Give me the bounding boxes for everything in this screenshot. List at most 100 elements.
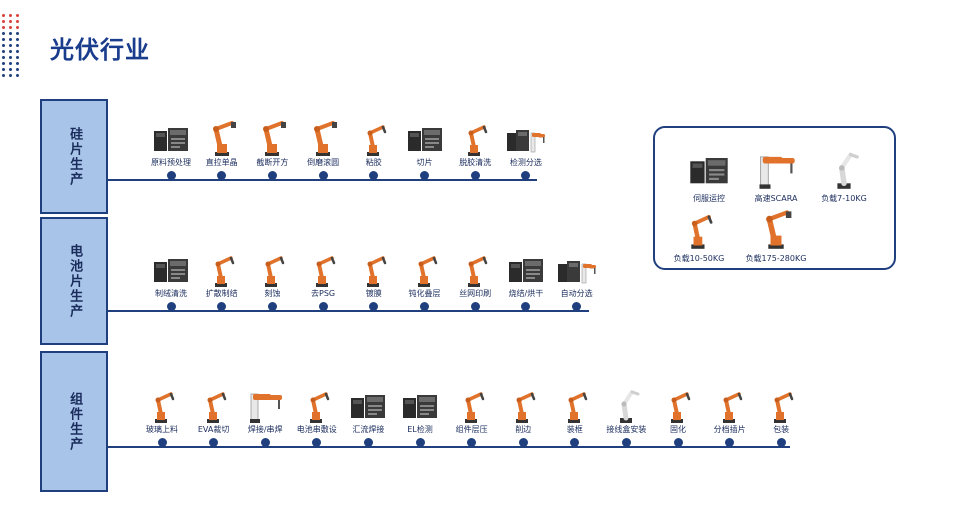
station-dot xyxy=(420,171,429,180)
industrial-robot-arm-icon xyxy=(303,119,343,157)
legend-item: 负载7-10KG xyxy=(809,148,879,204)
station-label: 镀膜 xyxy=(365,289,382,298)
small-robot-arm-icon xyxy=(303,250,343,288)
servo-drive-icon xyxy=(687,148,731,190)
station-label: 包装 xyxy=(773,425,790,434)
small-robot-arm-icon xyxy=(658,386,698,424)
station-label: 自动分选 xyxy=(560,289,593,298)
station-dot xyxy=(572,302,582,311)
station-label: 固化 xyxy=(670,425,686,434)
station-label: 丝网印刷 xyxy=(459,289,492,298)
white-cobot-icon xyxy=(606,386,646,424)
station: 切片 xyxy=(400,119,450,180)
small-robot-arm-icon xyxy=(452,386,492,424)
station: 去PSG xyxy=(298,250,348,311)
station: 镀膜 xyxy=(349,250,399,311)
station-dot xyxy=(166,302,176,311)
small-robot-arm-icon xyxy=(455,250,495,288)
station: 检测分选 xyxy=(501,119,551,180)
station: 分档插片 xyxy=(705,386,755,447)
station-label: 焊接/串焊 xyxy=(247,425,283,434)
station: 原料预处理 xyxy=(146,119,196,180)
station: 包装 xyxy=(756,386,806,447)
legend-item-label: 负载10-50KG xyxy=(673,254,725,263)
station: 倒磨滚圆 xyxy=(298,119,348,180)
page-title: 光伏行业 xyxy=(50,36,150,64)
process-line xyxy=(108,446,790,448)
small-robot-arm-icon xyxy=(194,386,234,424)
legend-item-label: 伺服运控 xyxy=(693,194,725,203)
small-robot-arm-icon xyxy=(710,386,750,424)
station: 烧结/烘干 xyxy=(501,250,551,311)
station-label: 去PSG xyxy=(311,289,336,298)
station: 汇流焊接 xyxy=(343,386,393,447)
station: 固化 xyxy=(653,386,703,447)
station-label: 玻璃上料 xyxy=(146,425,178,434)
station-dot xyxy=(369,302,379,311)
station-label: 扩散制结 xyxy=(205,289,238,298)
station: 截断开方 xyxy=(247,119,297,180)
station-dot xyxy=(363,438,373,447)
station-dot xyxy=(260,438,270,447)
station-dot xyxy=(470,171,480,180)
small-robot-arm-icon xyxy=(555,386,595,424)
station-label: 脱胶清洗 xyxy=(459,158,492,167)
station-label: 烧结/烘干 xyxy=(508,289,544,298)
section-label: 组件生产 xyxy=(67,391,83,452)
station-dot xyxy=(518,438,528,447)
small-robot-arm-icon xyxy=(354,119,394,157)
station-dot xyxy=(217,171,227,180)
station-dot xyxy=(570,438,580,447)
legend-item: 高速SCARA xyxy=(741,148,811,204)
corner-dot-pattern xyxy=(0,14,24,80)
station-dot xyxy=(521,302,531,311)
servo-drive-icon xyxy=(506,250,546,288)
station: 刻蚀 xyxy=(247,250,297,311)
servo-drive-icon xyxy=(348,386,388,424)
station-dot xyxy=(318,171,328,180)
station-dot xyxy=(217,302,227,311)
station-label: 汇流焊接 xyxy=(352,425,385,434)
station-label: 粘胶 xyxy=(365,158,382,167)
process-line xyxy=(108,310,589,312)
industrial-robot-arm-icon xyxy=(754,208,798,250)
station: 接线盒安装 xyxy=(601,386,651,447)
station-dot xyxy=(157,438,167,447)
station: 钝化叠层 xyxy=(400,250,450,311)
small-robot-arm-icon xyxy=(354,250,394,288)
servo-scara-combo-icon xyxy=(557,250,597,288)
industrial-robot-arm-icon xyxy=(252,119,292,157)
small-robot-arm-icon xyxy=(405,250,445,288)
industrial-robot-arm-icon xyxy=(202,119,242,157)
servo-scara-combo-icon xyxy=(506,119,546,157)
scara-robot-icon xyxy=(245,386,285,424)
station-label: 检测分选 xyxy=(509,158,542,167)
station-label: 分档插片 xyxy=(713,425,746,434)
station: 焊接/串焊 xyxy=(240,386,290,447)
section-label: 硅片生产 xyxy=(67,126,83,187)
station-dot xyxy=(267,302,277,311)
small-robot-arm-icon xyxy=(202,250,242,288)
station: 粘胶 xyxy=(349,119,399,180)
station: 玻璃上料 xyxy=(137,386,187,447)
servo-drive-icon xyxy=(400,386,440,424)
station: 装框 xyxy=(550,386,600,447)
station: 电池串敷设 xyxy=(292,386,342,447)
legend-item-label: 负载7-10KG xyxy=(821,194,867,203)
legend-item: 伺服运控 xyxy=(674,148,744,204)
station-dot xyxy=(369,171,379,180)
section-label: 电池片生产 xyxy=(67,243,83,319)
scara-robot-icon xyxy=(754,148,798,190)
section-box: 硅片生产 xyxy=(40,99,108,214)
station-label: 切片 xyxy=(416,158,433,167)
station-dot xyxy=(467,438,477,447)
station: 自动分选 xyxy=(552,250,602,311)
servo-drive-icon xyxy=(405,119,445,157)
station-label: EVA裁切 xyxy=(197,425,230,434)
white-cobot-icon xyxy=(822,148,866,190)
legend-item: 负载175-280KG xyxy=(741,208,811,264)
small-robot-arm-icon xyxy=(142,386,182,424)
legend-item-label: 负载175-280KG xyxy=(745,254,807,263)
station-label: 制绒清洗 xyxy=(155,289,187,298)
station-dot xyxy=(420,302,429,311)
